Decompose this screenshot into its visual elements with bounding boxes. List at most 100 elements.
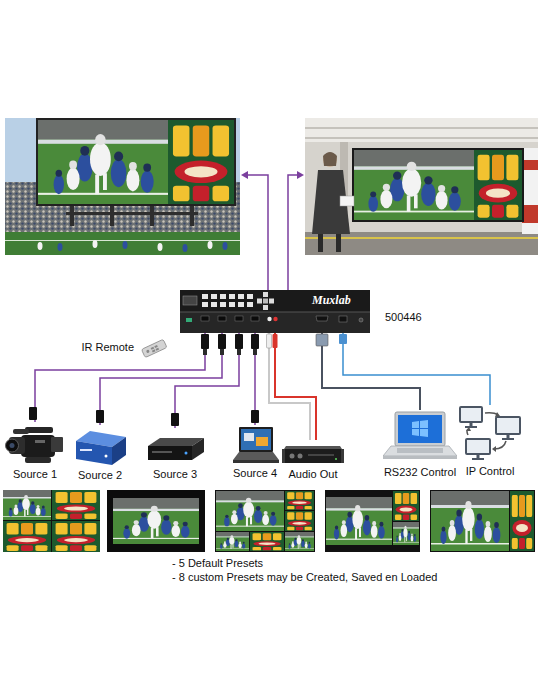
- icon-part: [35, 440, 45, 443]
- icon-part: [284, 446, 342, 449]
- icon-part: [466, 439, 490, 454]
- cable: [322, 333, 420, 410]
- icon-part: [383, 446, 457, 456]
- display-feeds: [247, 175, 298, 290]
- front-button: [238, 294, 244, 299]
- cable: [343, 333, 490, 405]
- icon-part: [244, 433, 254, 441]
- rca-plugs: [267, 334, 278, 348]
- camera-icon: [5, 422, 65, 466]
- preset-thumbnails: [3, 490, 535, 552]
- rs232-plug: [316, 334, 328, 346]
- walking-person: [312, 152, 354, 252]
- front-button: [257, 299, 262, 304]
- front-button: [211, 302, 217, 307]
- front-button: [263, 305, 268, 310]
- icon-part: [298, 454, 303, 459]
- icon-part: [284, 449, 342, 463]
- icon-part: [13, 429, 29, 434]
- icon-part: [466, 427, 471, 431]
- device-label: Source 2: [78, 469, 122, 482]
- icon-part: [141, 339, 167, 357]
- icon-part: [21, 435, 55, 457]
- source-device: Source 1: [3, 422, 67, 481]
- hdmi-port: [235, 316, 243, 321]
- icon-part: [10, 443, 15, 448]
- source-device: Source 2: [70, 425, 130, 482]
- icon-part: [146, 349, 150, 353]
- icon-part: [192, 438, 204, 460]
- front-button: [220, 302, 226, 307]
- hdmi-plugs: [29, 334, 259, 426]
- icon-part: [465, 426, 477, 428]
- icon-part: [507, 434, 510, 438]
- icon-part: [492, 446, 496, 452]
- processor-unit: Muxlab500446: [180, 290, 370, 333]
- icon-part: [233, 452, 279, 460]
- icon-part: [112, 437, 126, 465]
- icon-part: [6, 439, 19, 452]
- icon-part: [420, 429, 428, 437]
- cable-line: [322, 333, 420, 410]
- icon-part: [25, 427, 53, 433]
- front-button: [202, 294, 208, 299]
- front-button: [229, 302, 235, 307]
- icon-part: [398, 415, 442, 443]
- bluebox-icon: [72, 425, 128, 467]
- icon-part: [470, 422, 473, 426]
- audio-device: Audio Out: [280, 440, 346, 481]
- badge: [183, 296, 197, 305]
- note-text: - 8 custom Presets may be Created, Saved…: [172, 571, 437, 584]
- rj45-plug: [339, 334, 347, 344]
- icon-part: [233, 460, 279, 463]
- icon-part: [80, 449, 92, 451]
- rj45-port: [339, 316, 347, 322]
- front-button: [238, 302, 244, 307]
- icon-part: [256, 437, 268, 446]
- icon-part: [156, 348, 160, 351]
- icon-part: [25, 457, 51, 463]
- device-label: Source 1: [13, 468, 57, 481]
- hdmi-port: [201, 316, 209, 321]
- device-label: RS232 Control: [384, 466, 456, 479]
- cable-line: [275, 333, 316, 440]
- device-label: Source 4: [233, 467, 277, 480]
- icon-part: [341, 449, 344, 463]
- ir-window: [186, 318, 192, 322]
- silver-icon: [383, 410, 457, 464]
- device-front: [180, 312, 370, 333]
- front-button: [220, 294, 226, 299]
- arrowheads: [241, 171, 304, 179]
- icon-part: [412, 421, 419, 428]
- device-edge: [180, 312, 370, 313]
- icon-part: [420, 420, 428, 428]
- cable: [269, 333, 316, 440]
- control-laptop: RS232 Control: [381, 410, 459, 479]
- remote-icon: [140, 336, 168, 360]
- icon-part: [239, 427, 273, 452]
- icon-part: [472, 458, 484, 460]
- device-label: Source 3: [153, 468, 197, 481]
- audio-jack: [267, 317, 271, 321]
- icon-part: [335, 458, 337, 460]
- icon-part: [412, 429, 419, 436]
- front-button: [247, 302, 253, 307]
- icon-part: [152, 451, 172, 453]
- icon-part: [308, 454, 334, 456]
- front-button: [247, 294, 253, 299]
- rs232-port: [316, 316, 328, 321]
- cable-line: [175, 333, 239, 428]
- icon-part: [383, 456, 457, 459]
- note-text: - 5 Default Presets: [172, 557, 263, 570]
- front-button: [269, 299, 274, 304]
- cable-line: [343, 333, 490, 405]
- icon-part: [495, 412, 500, 417]
- cable: [175, 333, 239, 428]
- icon-part: [185, 452, 188, 455]
- remote-control: IR Remote: [81, 336, 168, 360]
- station-photo: [305, 118, 538, 255]
- front-button: [229, 294, 235, 299]
